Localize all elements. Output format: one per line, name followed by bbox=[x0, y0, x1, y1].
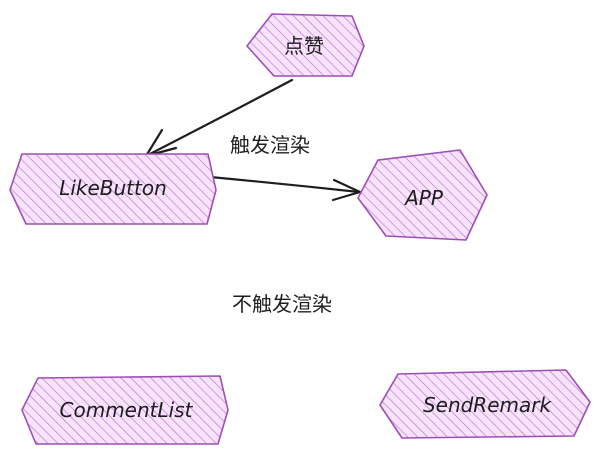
node-app-label: APP bbox=[403, 186, 444, 210]
node-sendremark-shape bbox=[379, 369, 591, 439]
node-likebutton[interactable]: LikeButton bbox=[9, 153, 217, 225]
node-app-shape bbox=[357, 149, 488, 241]
node-commentlist-label: CommentList bbox=[60, 398, 194, 422]
node-likebutton-label: LikeButton bbox=[59, 176, 167, 200]
edge-line bbox=[146, 78, 294, 157]
node-commentlist[interactable]: CommentList bbox=[21, 375, 229, 445]
node-like-shape bbox=[246, 13, 365, 77]
node-sendremark-label: SendRemark bbox=[423, 393, 553, 417]
edge-line bbox=[208, 175, 361, 194]
edge-likebutton-to-app[interactable] bbox=[208, 175, 362, 202]
arrowhead bbox=[331, 178, 362, 202]
annotation-no-render: 不触发渲染 bbox=[232, 292, 332, 316]
node-sendremark[interactable]: SendRemark bbox=[379, 369, 591, 439]
node-like-label: 点赞 bbox=[284, 34, 324, 58]
node-app[interactable]: APP bbox=[357, 149, 488, 241]
node-commentlist-shape bbox=[21, 375, 229, 445]
node-like[interactable]: 点赞 bbox=[246, 13, 365, 77]
node-likebutton-shape bbox=[9, 153, 217, 225]
annotation-triggers-render: 触发渲染 bbox=[230, 133, 310, 157]
